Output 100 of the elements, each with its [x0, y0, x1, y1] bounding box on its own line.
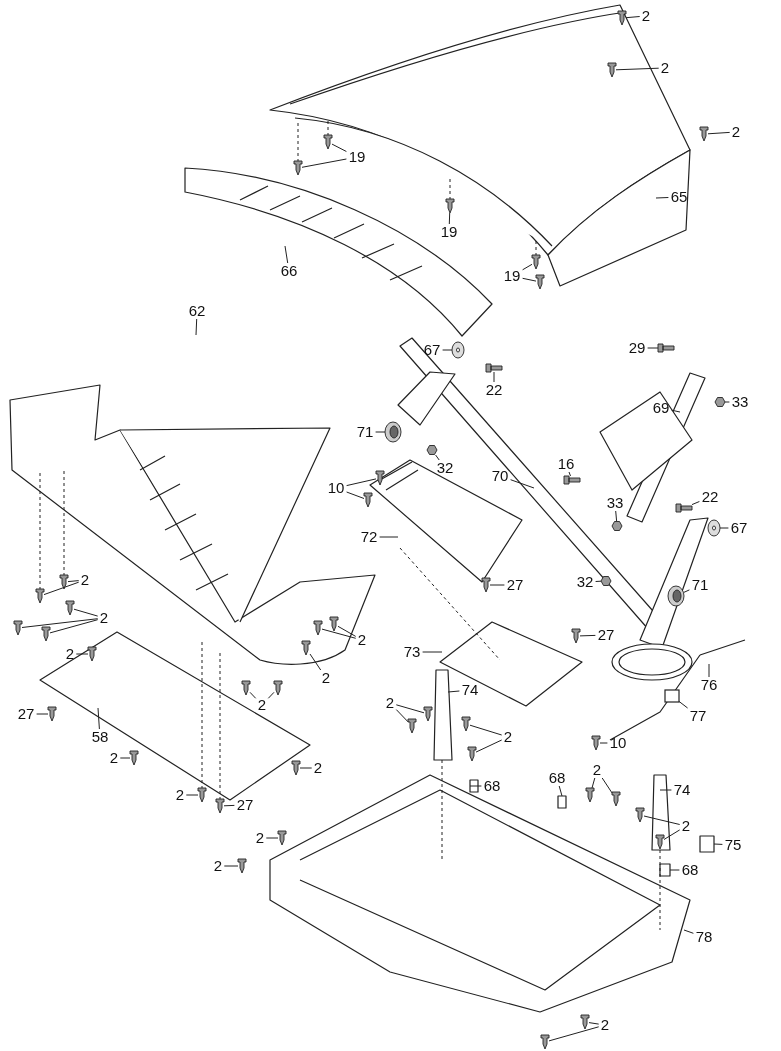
screw-icon — [571, 628, 581, 644]
leader-line — [249, 691, 257, 699]
screw-icon — [87, 646, 97, 662]
callout-number: 2 — [175, 787, 185, 803]
leader-line — [568, 471, 571, 477]
leader-line — [579, 634, 596, 637]
callout-number: 2 — [80, 572, 90, 588]
callout-number: 74 — [673, 782, 691, 798]
callout-number: 10 — [327, 480, 345, 496]
leader-line — [678, 700, 689, 709]
leader-line — [475, 739, 503, 753]
leader-line — [588, 1022, 600, 1025]
leader-line — [719, 527, 729, 529]
screw-icon — [273, 680, 283, 696]
leader-line — [707, 131, 731, 135]
callout-number: 2 — [65, 646, 75, 662]
screw-icon — [445, 198, 455, 214]
leader-line — [301, 158, 347, 168]
callout-number: 2 — [681, 818, 691, 834]
callout-number: 77 — [689, 708, 707, 724]
leader-line — [647, 347, 659, 349]
callout-number: 32 — [576, 574, 594, 590]
callout-number: 2 — [321, 670, 331, 686]
bolt-icon — [563, 475, 581, 485]
leader-line — [448, 212, 451, 225]
leader-line — [21, 618, 99, 628]
leader-line — [548, 1026, 600, 1042]
screw-icon — [467, 746, 477, 762]
screw-icon — [41, 626, 51, 642]
leader-line — [223, 804, 235, 807]
callout-number: 58 — [91, 729, 109, 745]
leader-line — [375, 431, 386, 433]
leader-line — [615, 510, 618, 522]
leader-line — [223, 865, 239, 867]
leader-line — [599, 742, 608, 744]
leader-line — [510, 479, 535, 489]
callout-number: 2 — [600, 1017, 610, 1033]
callout-number: 2 — [731, 124, 741, 140]
nut-icon — [714, 397, 726, 407]
screw-icon — [585, 787, 595, 803]
callout-number: 22 — [485, 382, 503, 398]
callout-number: 67 — [423, 342, 441, 358]
leader-line — [671, 409, 681, 413]
callout-number: 73 — [403, 644, 421, 660]
callout-number: 65 — [670, 189, 688, 205]
leader-line — [395, 709, 409, 723]
leader-line — [195, 318, 198, 336]
callout-number: 71 — [356, 424, 374, 440]
callout-number: 27 — [236, 797, 254, 813]
screw-icon — [461, 716, 471, 732]
leader-line — [97, 707, 100, 730]
callout-number: 75 — [724, 837, 742, 853]
screw-icon — [301, 640, 311, 656]
leader-line — [309, 653, 322, 671]
leader-line — [615, 67, 660, 71]
leader-line — [489, 584, 505, 586]
screw-icon — [65, 600, 75, 616]
callout-number: 72 — [360, 529, 378, 545]
roller-icon — [667, 585, 685, 607]
callout-number: 2 — [109, 750, 119, 766]
callout-number: 66 — [280, 263, 298, 279]
screw-icon — [423, 706, 433, 722]
leader-line — [655, 197, 669, 199]
screw-icon — [363, 492, 373, 508]
callout-number: 70 — [491, 468, 509, 484]
leader-line — [331, 143, 347, 152]
screw-icon — [129, 750, 139, 766]
screw-icon — [535, 274, 545, 290]
callout-number: 2 — [255, 830, 265, 846]
callout-number: 19 — [348, 149, 366, 165]
bolt-icon — [675, 503, 693, 513]
screw-icon — [293, 160, 303, 176]
plug-connector-icon — [664, 689, 680, 703]
callout-number: 32 — [436, 460, 454, 476]
callout-number: 19 — [440, 224, 458, 240]
screw-icon — [531, 254, 541, 270]
screw-icon — [237, 858, 247, 874]
screw-icon — [277, 830, 287, 846]
callout-number: 19 — [503, 268, 521, 284]
leader-line — [691, 501, 700, 506]
nut-icon — [426, 445, 438, 455]
callout-number: 27 — [506, 577, 524, 593]
screw-icon — [197, 787, 207, 803]
leader-line — [683, 589, 690, 593]
nut-icon — [611, 521, 623, 531]
leader-line — [558, 785, 563, 797]
screw-icon — [35, 588, 45, 604]
screw-icon — [323, 134, 333, 150]
screw-icon — [481, 577, 491, 593]
callout-number: 2 — [99, 610, 109, 626]
roller-icon — [384, 421, 402, 443]
leader-line — [379, 536, 399, 538]
leader-line — [522, 263, 533, 271]
leader-line — [346, 491, 365, 499]
leader-line — [724, 401, 730, 403]
callout-number: 76 — [700, 677, 718, 693]
callout-number: 69 — [652, 400, 670, 416]
leader-line — [493, 371, 495, 383]
leader-line — [75, 653, 89, 655]
leader-line — [591, 777, 596, 789]
